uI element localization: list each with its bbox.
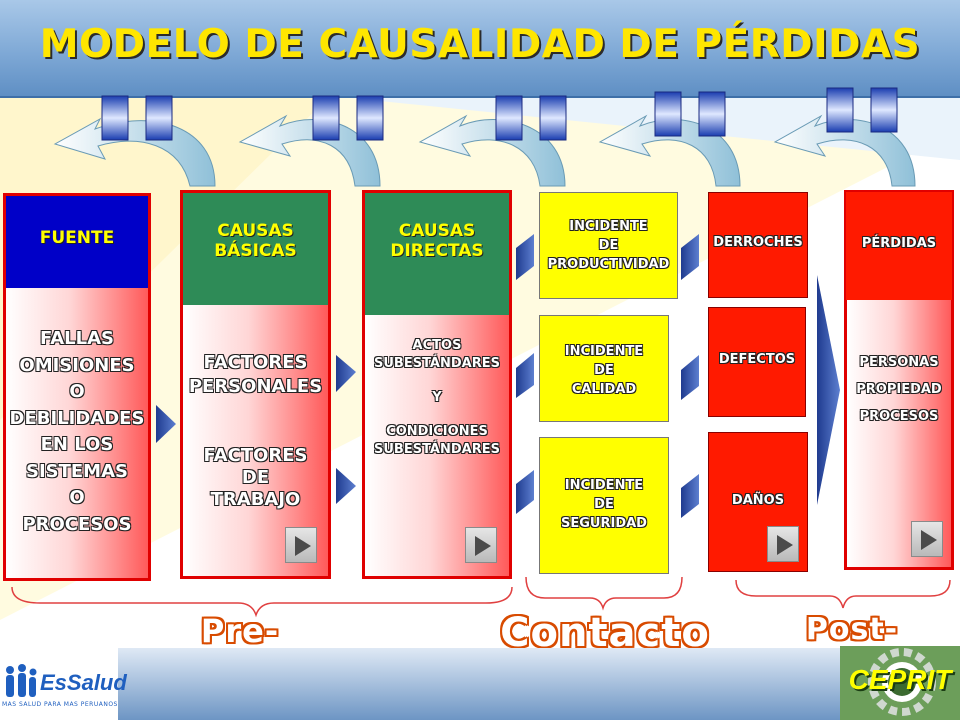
pause-icon bbox=[312, 95, 384, 141]
feedback-arrows bbox=[53, 87, 916, 187]
fuente-line: SISTEMAS bbox=[25, 460, 128, 482]
perdidas-line: PROCESOS bbox=[859, 409, 939, 424]
gear-icon bbox=[840, 646, 960, 720]
incidente-line: DE bbox=[594, 363, 614, 378]
perdidas-line: PERSONAS bbox=[859, 355, 939, 370]
directas-line: SUBESTÁNDARES bbox=[374, 442, 500, 457]
factores-de-trabajo: FACTORES DE TRABAJO bbox=[183, 445, 328, 511]
flow-arrow-icon bbox=[336, 468, 356, 504]
ceprit-wordmark: CEPRIT bbox=[848, 664, 952, 695]
feedback-arrow-icon bbox=[53, 117, 216, 187]
incidente-line: INCIDENTE bbox=[564, 344, 644, 359]
essalud-logo: EsSalud MAS SALUD PARA MAS PERUANOS bbox=[0, 656, 127, 720]
incidente-line: INCIDENTE bbox=[569, 219, 648, 234]
flow-arrow-icon bbox=[681, 474, 699, 518]
basicas-line: FACTORES bbox=[203, 445, 308, 466]
incidente-line: CALIDAD bbox=[571, 382, 637, 397]
causas-basicas-header-label: BÁSICAS bbox=[214, 241, 297, 261]
directas-line: SUBESTÁNDARES bbox=[374, 356, 500, 371]
pause-icon bbox=[101, 95, 173, 141]
perdidas-line: PROPIEDAD bbox=[856, 382, 942, 397]
incidente-seguridad: INCIDENTE DE SEGURIDAD bbox=[539, 437, 669, 574]
perdidas-header: PÉRDIDAS bbox=[846, 192, 952, 300]
fuente-line: O bbox=[69, 381, 85, 402]
title-bar bbox=[0, 0, 960, 98]
pause-icon bbox=[495, 95, 567, 141]
incidente-line: SEGURIDAD bbox=[561, 516, 647, 531]
fuente-header-label: FUENTE bbox=[39, 228, 115, 248]
ceprit-logo: CEPRIT bbox=[840, 646, 960, 720]
essalud-people-icon bbox=[6, 664, 37, 697]
incidente-line: PRODUCTIVIDAD bbox=[547, 257, 670, 272]
fuente-line: FALLAS bbox=[40, 328, 114, 349]
feedback-arrow-icon bbox=[773, 114, 916, 187]
play-icon[interactable] bbox=[465, 527, 497, 563]
basicas-line: FACTORES bbox=[203, 352, 308, 373]
directas-line: CONDICIONES bbox=[386, 424, 488, 439]
factores-personales: FACTORES PERSONALES bbox=[183, 351, 328, 399]
flow-arrow-icon bbox=[516, 353, 534, 398]
fuente-line: PROCESOS bbox=[22, 513, 132, 535]
fuente-line: OMISIONES bbox=[19, 354, 135, 376]
play-icon[interactable] bbox=[285, 527, 317, 563]
incidente-productividad: INCIDENTE DE PRODUCTIVIDAD bbox=[539, 192, 678, 299]
brace-icon bbox=[11, 586, 513, 618]
page-title: MODELO DE CAUSALIDAD DE PÉRDIDAS bbox=[39, 22, 921, 67]
fuente-body: FALLAS OMISIONES O DEBILIDADES EN LOS SI… bbox=[6, 326, 148, 538]
incidente-calidad: INCIDENTE DE CALIDAD bbox=[539, 315, 669, 422]
defectos-label: DEFECTOS bbox=[718, 352, 796, 367]
flow-arrow-icon bbox=[156, 405, 176, 443]
directas-line: Y bbox=[432, 390, 442, 405]
flow-arrow-icon bbox=[681, 234, 699, 280]
brace-icon bbox=[525, 576, 683, 611]
flow-arrow-icon bbox=[516, 470, 534, 514]
derroches-box: DERROCHES bbox=[708, 192, 808, 298]
flow-arrow-icon bbox=[336, 355, 356, 392]
danos-label: DAÑOS bbox=[731, 493, 785, 508]
perdidas-header-label: PÉRDIDAS bbox=[861, 236, 937, 251]
play-icon[interactable] bbox=[767, 526, 799, 562]
causas-basicas-header: CAUSAS BÁSICAS bbox=[183, 193, 328, 305]
flow-arrow-icon bbox=[817, 275, 840, 505]
directas-line: ACTOS bbox=[412, 338, 462, 353]
fuente-line: EN LOS bbox=[40, 434, 114, 455]
fuente-line: DEBILIDADES bbox=[9, 407, 145, 429]
pause-icon bbox=[826, 87, 898, 133]
fuente-column: FUENTE FALLAS OMISIONES O DEBILIDADES EN… bbox=[3, 193, 151, 581]
basicas-line: DE bbox=[241, 467, 270, 488]
fuente-line: O bbox=[69, 487, 85, 508]
causas-directas-header-label: DIRECTAS bbox=[390, 241, 484, 261]
pause-icon bbox=[654, 91, 726, 137]
incidente-line: DE bbox=[594, 497, 614, 512]
causas-directas-header-label: CAUSAS bbox=[398, 221, 476, 241]
flow-arrow-icon bbox=[681, 355, 699, 400]
causas-basicas-header-label: CAUSAS bbox=[217, 221, 294, 241]
causas-directas-header: CAUSAS DIRECTAS bbox=[365, 193, 509, 315]
perdidas-column: PÉRDIDAS PERSONAS PROPIEDAD PROCESOS bbox=[844, 190, 954, 570]
incidente-line: DE bbox=[598, 238, 619, 253]
play-icon[interactable] bbox=[911, 521, 943, 557]
fuente-header: FUENTE bbox=[6, 196, 148, 288]
basicas-line: PERSONALES bbox=[188, 376, 323, 397]
essalud-tagline: MAS SALUD PARA MAS PERUANOS bbox=[2, 701, 118, 708]
causas-basicas-column: CAUSAS BÁSICAS FACTORES PERSONALES FACTO… bbox=[180, 190, 331, 579]
derroches-label: DERROCHES bbox=[713, 235, 803, 250]
defectos-box: DEFECTOS bbox=[708, 307, 806, 417]
basicas-line: TRABAJO bbox=[210, 489, 301, 510]
directas-body: ACTOS SUBESTÁNDARES Y CONDICIONES SUBEST… bbox=[365, 337, 509, 459]
causas-directas-column: CAUSAS DIRECTAS ACTOS SUBESTÁNDARES Y CO… bbox=[362, 190, 512, 579]
footer-bar bbox=[118, 648, 840, 720]
brace-icon bbox=[735, 579, 951, 609]
essalud-wordmark: EsSalud bbox=[40, 670, 127, 695]
flow-arrow-icon bbox=[516, 234, 534, 280]
perdidas-body: PERSONAS PROPIEDAD PROCESOS bbox=[847, 349, 951, 430]
incidente-line: INCIDENTE bbox=[564, 478, 644, 493]
